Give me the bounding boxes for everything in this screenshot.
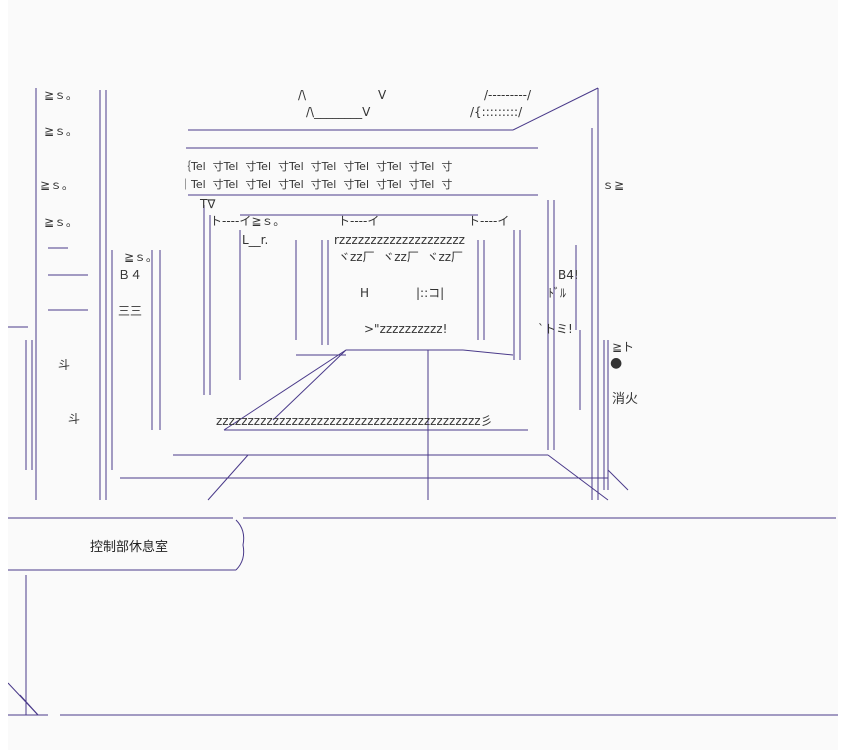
art-text: 消火 [612,392,639,407]
room-label: 控制部休息室 [90,540,169,555]
art-text: /---------/ [484,88,532,102]
art-text: ｛Tel 寸Tel 寸Tel 寸Tel 寸Tel 寸Tel 寸Tel 寸Tel … [180,160,453,173]
art-text: 三三 [118,304,143,318]
art-text: B4! [558,268,579,282]
art-text: ｜Tel 寸Tel 寸Tel 寸Tel 寸Tel 寸Tel 寸Tel 寸Tel … [180,178,453,191]
art-text: Ｂ４ [118,268,143,282]
art-text: ≧ｓ｡ [44,88,73,102]
art-text: rzzzzzzzzzzzzzzzzzzzz [334,233,465,247]
art-text: ≧ｓ｡ [44,124,73,138]
art-text: ≧ｓ｡ [44,215,73,229]
art-text: ≧ｓ｡ [40,178,69,192]
art-text: ト----イ [468,214,510,228]
art-text: ● [610,355,623,371]
art-text: zzzzzzzzzzzzzzzzzzzzzzzzzzzzzzzzzzzzzzzz… [216,414,493,428]
ascii-art-canvas: ≧ｓ｡ ≧ｓ｡ ≧ｓ｡ ≧ｓ｡ ｓ≧ ≧ｓ｡ ≧ト ｛Tel 寸Tel 寸Tel… [8,0,838,750]
art-text: /{:::::::::/ [470,105,523,119]
art-text: ﾄﾞﾙ [548,286,567,300]
art-text: ト----イ [338,214,380,228]
art-text: ト----イ≧ｓ｡ [210,214,280,228]
art-text: /\________V [306,105,371,119]
art-text: ≧ト [612,340,635,354]
art-text: ｓ≧ [602,178,625,192]
art-text: 斗 [68,412,81,426]
art-text: `トミ! [538,322,573,336]
art-text: >"zzzzzzzzzz! [364,322,448,336]
art-text: ヾzz厂 ヾzz厂 ヾzz厂 [338,250,464,264]
art-text: 斗 [58,358,71,372]
corridor-ascii-illustration [8,87,838,716]
art-text: ≧ｓ｡ [124,250,153,264]
art-text: H [360,286,370,300]
art-text: T∇ [200,197,216,211]
art-text: L__r. [242,233,269,247]
art-text: |::コ| [416,286,445,300]
art-text: V [378,88,387,102]
art-text: /\ [298,88,307,102]
